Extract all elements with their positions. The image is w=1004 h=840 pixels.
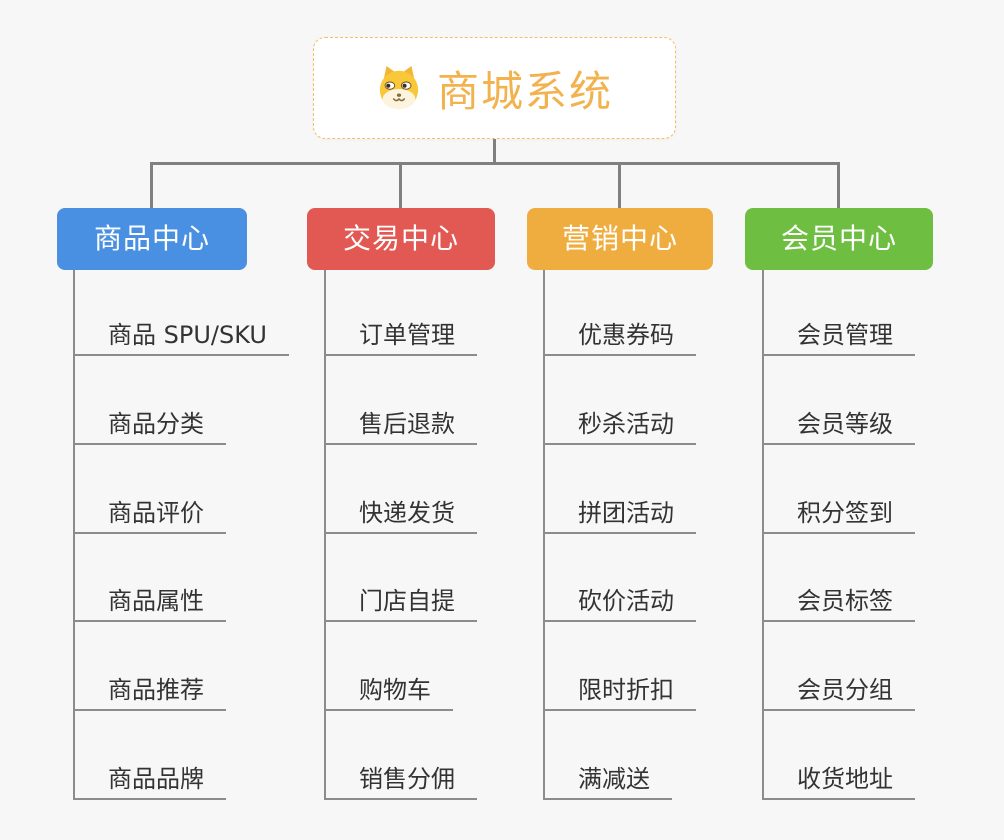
- leaf-node[interactable]: 商品属性: [75, 584, 226, 622]
- leaf-node[interactable]: 购物车: [326, 673, 453, 711]
- leaf-node[interactable]: 收货地址: [764, 762, 915, 800]
- branch-children-marketing: 优惠券码 秒杀活动 拼团活动 砍价活动 限时折扣 满减送: [543, 270, 696, 800]
- branch-node-member[interactable]: 会员中心: [745, 208, 933, 270]
- leaf-node[interactable]: 商品分类: [75, 407, 226, 445]
- leaf-node[interactable]: 会员分组: [764, 673, 915, 711]
- branch-node-product[interactable]: 商品中心: [57, 208, 247, 270]
- connector-branch-drop: [618, 162, 621, 208]
- branch-children-member: 会员管理 会员等级 积分签到 会员标签 会员分组 收货地址: [762, 270, 915, 800]
- leaf-node[interactable]: 积分签到: [764, 496, 915, 534]
- connector-trunk-horizontal: [150, 162, 840, 165]
- connector-branch-drop: [837, 162, 840, 208]
- root-node[interactable]: 商城系统: [313, 37, 676, 139]
- leaf-node[interactable]: 商品品牌: [75, 762, 226, 800]
- leaf-node[interactable]: 商品推荐: [75, 673, 226, 711]
- leaf-node[interactable]: 商品 SPU/SKU: [75, 318, 289, 356]
- leaf-node[interactable]: 优惠券码: [545, 318, 696, 356]
- leaf-node[interactable]: 拼团活动: [545, 496, 696, 534]
- branch-node-marketing[interactable]: 营销中心: [527, 208, 713, 270]
- leaf-node[interactable]: 订单管理: [326, 318, 477, 356]
- leaf-node[interactable]: 售后退款: [326, 407, 477, 445]
- leaf-node[interactable]: 限时折扣: [545, 673, 696, 711]
- leaf-node[interactable]: 会员管理: [764, 318, 915, 356]
- leaf-node[interactable]: 砍价活动: [545, 584, 696, 622]
- leaf-node[interactable]: 会员标签: [764, 584, 915, 622]
- leaf-node[interactable]: 秒杀活动: [545, 407, 696, 445]
- connector-branch-drop: [399, 162, 402, 208]
- branch-node-trade[interactable]: 交易中心: [307, 208, 495, 270]
- leaf-node[interactable]: 满减送: [545, 762, 672, 800]
- shiba-dog-icon: [379, 65, 419, 110]
- branch-children-product: 商品 SPU/SKU 商品分类 商品评价 商品属性 商品推荐 商品品牌: [73, 270, 289, 800]
- leaf-node[interactable]: 销售分佣: [326, 762, 477, 800]
- leaf-node[interactable]: 快递发货: [326, 496, 477, 534]
- connector-branch-drop: [150, 162, 153, 208]
- root-title: 商城系统: [436, 66, 613, 116]
- connector-root-stem: [493, 139, 496, 165]
- branch-children-trade: 订单管理 售后退款 快递发货 门店自提 购物车 销售分佣: [324, 270, 477, 800]
- leaf-node[interactable]: 门店自提: [326, 584, 477, 622]
- leaf-node[interactable]: 商品评价: [75, 496, 226, 534]
- leaf-node[interactable]: 会员等级: [764, 407, 915, 445]
